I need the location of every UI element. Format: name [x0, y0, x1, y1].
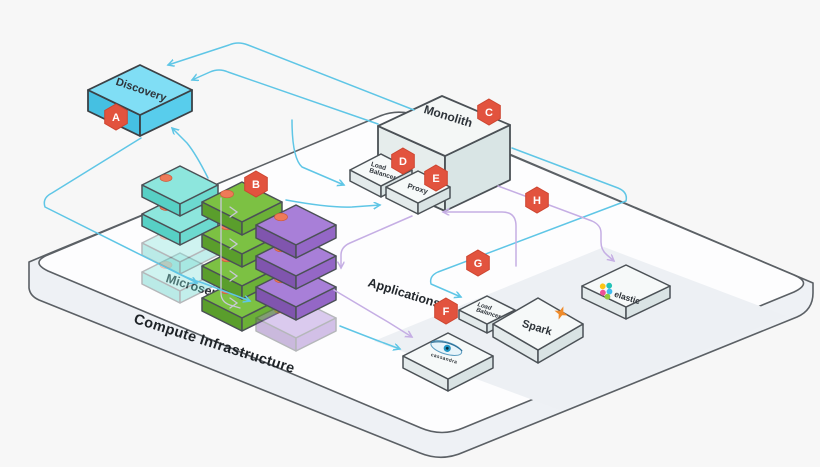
- flow-proxy-to-applications: [341, 215, 413, 268]
- apps-load-balancer-label-line1: Load: [477, 302, 493, 312]
- badge-b: B: [244, 170, 268, 198]
- flow-purple-stack-to-cassandra: [333, 289, 412, 337]
- svg-text:G: G: [474, 258, 483, 270]
- badge-c: C: [477, 98, 501, 126]
- badge-g: G: [466, 249, 490, 277]
- flow-monolith-to-discovery-1: [168, 42, 415, 111]
- flow-to-proxy: [285, 199, 380, 207]
- stack-connector-line: [220, 197, 241, 309]
- purple-flow-lines: [333, 185, 614, 337]
- flow-monolith-to-apps-load-balancer: [429, 147, 628, 297]
- apps-load-balancer-box: [458, 295, 516, 334]
- dots-cluster-icon: [599, 282, 613, 300]
- star-icon: [554, 306, 568, 320]
- elastic-box: [581, 264, 671, 320]
- cassandra-box: [402, 332, 494, 392]
- flow-to-load-balancer: [291, 119, 344, 185]
- purple-microservice-stack: [255, 204, 337, 352]
- svg-text:B: B: [252, 179, 260, 191]
- flow-monolith-to-elastic: [497, 185, 614, 261]
- svg-text:C: C: [485, 107, 493, 119]
- stack-layer: [255, 204, 337, 259]
- svg-text:A: A: [112, 112, 120, 124]
- svg-text:E: E: [432, 173, 439, 185]
- cassandra-logo: cassandra: [430, 340, 463, 366]
- flow-monolith-to-discovery-2: [192, 69, 379, 125]
- svg-text:F: F: [443, 306, 450, 318]
- flow-apps-to-proxy: [443, 212, 517, 267]
- flow-discovery-loop-to-green-stack: [43, 137, 197, 283]
- stack-layer: [141, 165, 219, 217]
- svg-text:D: D: [399, 156, 407, 168]
- eye-icon: [430, 340, 463, 356]
- svg-text:H: H: [533, 195, 541, 207]
- badge-e: E: [424, 164, 448, 192]
- badge-f: F: [434, 297, 458, 325]
- badge-h: H: [525, 186, 549, 214]
- flow-loop-to-purple-stack: [169, 268, 250, 301]
- flow-microservices-to-discovery: [172, 128, 209, 179]
- badge-a: A: [104, 103, 128, 131]
- flow-stack-to-cassandra: [339, 325, 400, 349]
- load-balancer-label-line1: Load: [370, 161, 387, 172]
- badge-d: D: [391, 147, 415, 175]
- blue-flow-lines: [43, 42, 628, 349]
